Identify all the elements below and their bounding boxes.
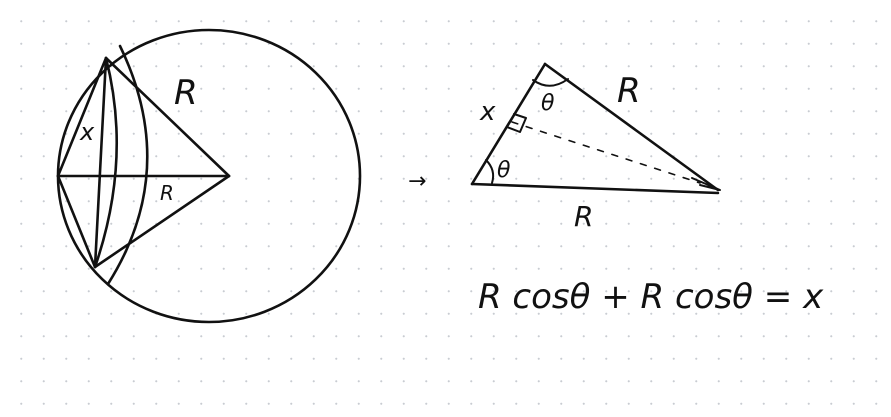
label-theta-bottom: θ	[497, 158, 511, 183]
kite-upper-left-edge	[56, 56, 108, 178]
label-big-R: R	[174, 73, 198, 113]
label-side-x: x	[479, 97, 496, 127]
bottom-angle-arc	[485, 159, 495, 184]
equation-text: R cosθ + R cosθ = x	[478, 277, 824, 317]
top-angle-arc	[532, 78, 569, 87]
label-base-R: R	[574, 200, 593, 233]
kite-lower-right-edge	[93, 174, 231, 269]
label-side-R-top: R	[617, 71, 641, 111]
right-angle-marker	[506, 113, 527, 133]
outer-arc	[106, 44, 149, 286]
label-theta-top: θ	[541, 91, 555, 116]
label-inner-R: R	[160, 181, 174, 205]
kite-upper-right-edge	[104, 56, 231, 178]
triangle-base	[470, 182, 720, 195]
kite-lower-left-edge	[56, 174, 97, 269]
vertical-chord	[93, 56, 108, 269]
triangle-tip-mark	[691, 177, 721, 191]
inner-arc	[93, 56, 119, 269]
circle-figure: R x R	[56, 28, 362, 324]
dashed-altitude	[511, 121, 701, 184]
triangle-left-side	[470, 62, 547, 186]
triangle-top-right-side	[543, 62, 720, 192]
label-chord-x: x	[79, 118, 95, 146]
arrow-symbol: →	[408, 169, 426, 194]
triangle-figure: x θ R θ R	[470, 62, 721, 233]
